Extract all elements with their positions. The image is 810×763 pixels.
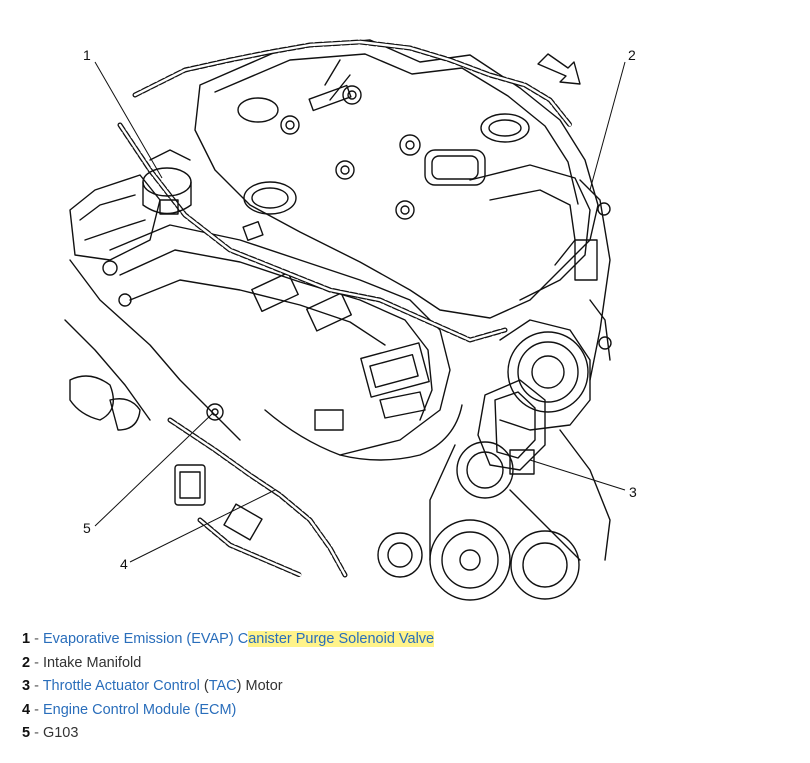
evap-link[interactable]: Evaporative Emission (EVAP) C	[42, 631, 249, 647]
tac-abbrev-link[interactable]: TAC	[208, 678, 237, 694]
tac-link[interactable]: Throttle Actuator Control	[42, 678, 200, 694]
legend-number: 2	[22, 654, 31, 671]
tac-paren-open: (	[199, 678, 209, 694]
legend-item-3: 3 - Throttle Actuator Control (TAC) Moto…	[22, 675, 782, 699]
tac-motor-label: ) Motor	[236, 678, 283, 694]
leader-line-4	[129, 489, 276, 563]
legend-item-1: 1 - Evaporative Emission (EVAP) Canister…	[22, 628, 782, 652]
legend-number: 3	[22, 678, 31, 694]
leader-line-2	[589, 61, 626, 191]
legend-separator: -	[30, 654, 43, 671]
intake-manifold-label: Intake Manifold	[42, 654, 142, 671]
legend-separator: -	[30, 631, 43, 647]
callout-2: 2	[628, 47, 636, 63]
callout-5: 5	[83, 520, 91, 536]
legend-separator: -	[30, 725, 43, 741]
legend-item-5: 5 - G103	[22, 722, 782, 746]
legend-number: 5	[22, 725, 31, 741]
legend-separator: -	[30, 678, 43, 694]
ecm-link[interactable]: Engine Control Module (ECM)	[42, 701, 237, 718]
leader-line-5	[94, 413, 213, 527]
leader-line-3	[529, 459, 626, 491]
legend-number: 4	[22, 701, 31, 718]
legend-item-2: 2 - Intake Manifold	[22, 652, 782, 676]
callout-4: 4	[120, 556, 128, 572]
intake-manifold-shape	[194, 39, 599, 319]
evap-link-highlighted[interactable]: anister Purge Solenoid Valve	[248, 631, 435, 647]
direction-arrow-icon	[537, 53, 581, 85]
legend-separator: -	[30, 701, 43, 718]
legend-list: 1 - Evaporative Emission (EVAP) Canister…	[22, 628, 782, 746]
legend-number: 1	[22, 631, 31, 647]
throttle-actuator-motor-shape	[477, 379, 546, 471]
evap-purge-valve-shape	[142, 149, 192, 215]
leader-line-1	[94, 61, 163, 179]
engine-line-drawing-icon: 1 2 3 4 5	[64, 39, 637, 601]
legend-item-4: 4 - Engine Control Module (ECM)	[22, 699, 782, 723]
callout-3: 3	[629, 484, 637, 500]
g103-label: G103	[42, 725, 79, 741]
callout-1: 1	[83, 47, 91, 63]
engine-diagram: 1 2 3 4 5	[64, 39, 637, 601]
